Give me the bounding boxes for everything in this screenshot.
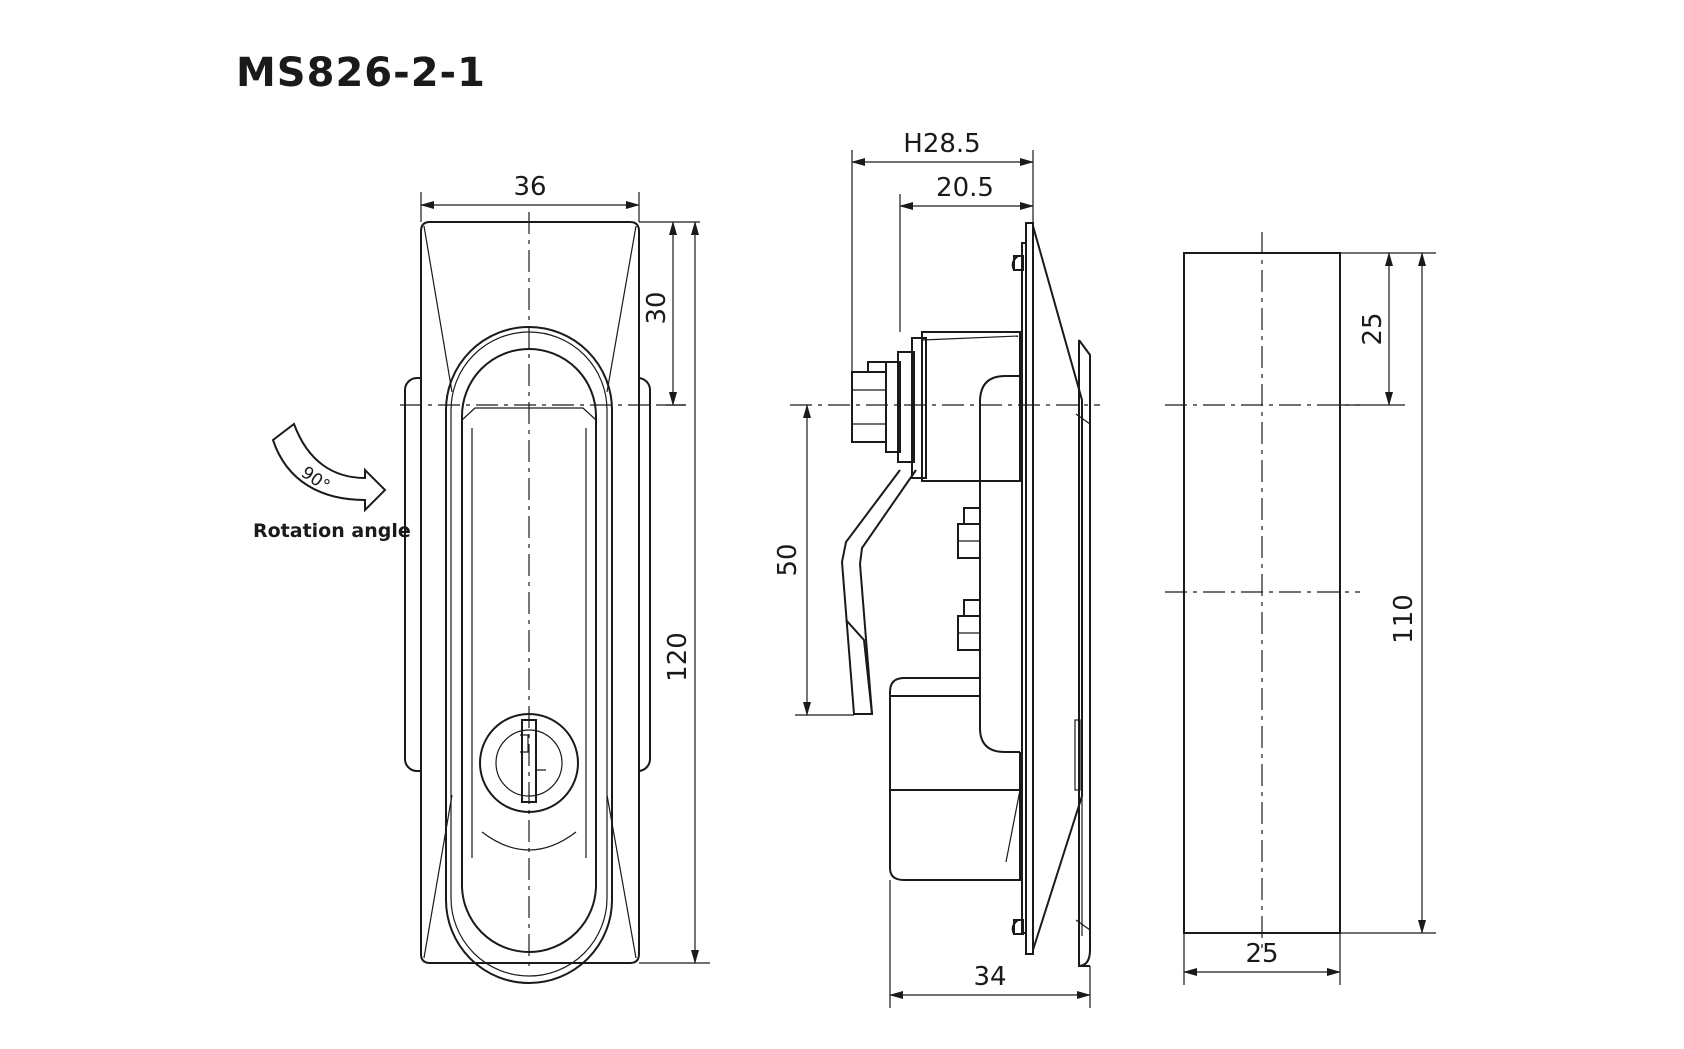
cutout-view: 25 110 25 bbox=[1165, 232, 1436, 985]
side-flange bbox=[1025, 222, 1034, 955]
rotation-indicator: 90° Rotation angle bbox=[253, 422, 411, 542]
side-cam-arm bbox=[840, 469, 917, 715]
dim-cutout-offset-25: 25 bbox=[1358, 312, 1388, 345]
side-view: H28.5 20.5 50 34 bbox=[773, 129, 1100, 1008]
side-bolt bbox=[851, 371, 887, 443]
dim-width-36: 36 bbox=[513, 172, 546, 202]
curved-arrow-icon bbox=[271, 422, 387, 513]
handle bbox=[461, 348, 597, 953]
front-taper-lines bbox=[423, 225, 637, 959]
dim-cutout-height-110: 110 bbox=[1389, 594, 1419, 644]
dim-cutout-width-25: 25 bbox=[1245, 939, 1278, 969]
dim-cam-50: 50 bbox=[773, 543, 803, 576]
handle-recess bbox=[445, 326, 613, 984]
dim-offset-30: 30 bbox=[642, 291, 672, 324]
rotation-angle-label: Rotation angle bbox=[253, 520, 411, 542]
side-screw-1 bbox=[957, 507, 981, 559]
dim-height-120: 120 bbox=[663, 632, 693, 682]
dim-depth-34: 34 bbox=[973, 962, 1006, 992]
dim-height-20-5: 20.5 bbox=[936, 173, 994, 203]
side-wedge bbox=[1032, 225, 1083, 951]
front-view: 36 30 120 bbox=[400, 172, 710, 984]
side-housing bbox=[979, 375, 1020, 753]
side-screw-2 bbox=[957, 599, 981, 651]
dim-height-h28-5: H28.5 bbox=[903, 129, 980, 159]
drawing-title: MS826-2-1 bbox=[236, 50, 486, 96]
side-stud-block bbox=[921, 331, 1021, 482]
side-lower-block bbox=[889, 677, 1021, 881]
front-body bbox=[420, 221, 640, 964]
